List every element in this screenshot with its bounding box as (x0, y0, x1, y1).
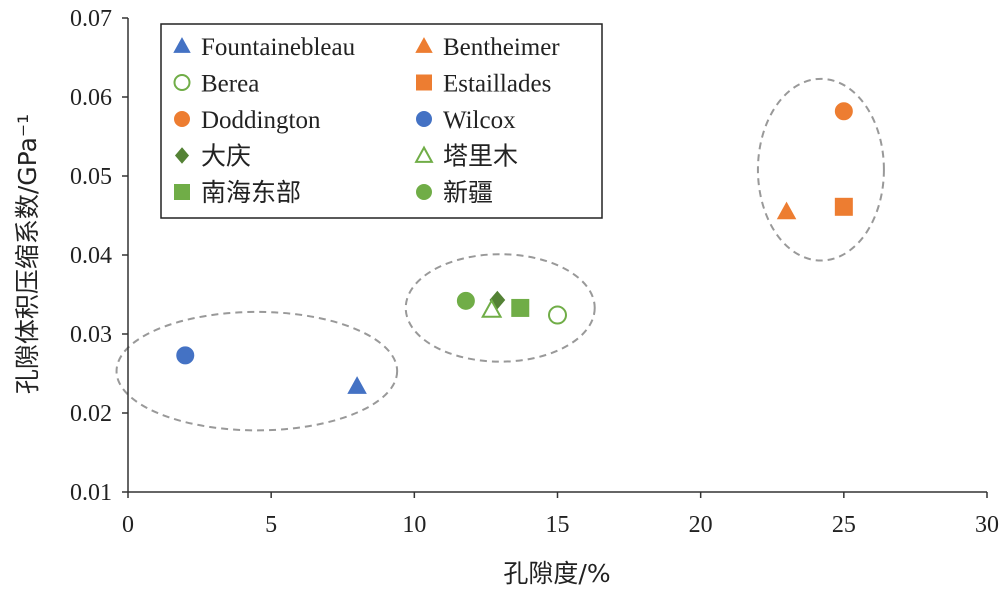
y-axis-label: 孔隙体积压缩系数/GPa⁻¹ (13, 114, 42, 394)
cluster-ellipses (115, 77, 885, 432)
data-point (548, 305, 567, 325)
data-point (834, 197, 853, 216)
y-tick-label: 0.01 (70, 480, 112, 506)
y-tick-label: 0.06 (70, 85, 112, 111)
data-point (347, 376, 367, 394)
data-point (176, 346, 195, 365)
y-tick-label: 0.07 (70, 6, 112, 32)
data-point (776, 201, 797, 220)
legend-marker (414, 145, 434, 163)
legend-label: 南海东部 (201, 179, 301, 207)
cluster-ellipse (404, 253, 596, 363)
legend-marker (416, 184, 432, 200)
x-tick-label: 5 (265, 512, 277, 538)
data-point (456, 291, 475, 310)
legend-label: Bentheimer (443, 34, 560, 61)
legend-marker (416, 111, 432, 127)
legend-label: 大庆 (201, 143, 251, 171)
x-tick-label: 15 (546, 512, 570, 538)
legend-label: Doddington (201, 107, 321, 134)
legend-label: 塔里木 (443, 143, 518, 171)
x-tick-label: 0 (122, 512, 134, 538)
x-axis-label: 孔隙度/% (503, 559, 610, 588)
x-tick-label: 10 (402, 512, 426, 538)
legend-label: 新疆 (443, 179, 493, 207)
legend-label: Fountainebleau (201, 34, 356, 61)
legend-marker (173, 37, 191, 53)
x-tick-label: 25 (832, 512, 856, 538)
cluster-ellipse (756, 77, 885, 262)
data-point (481, 298, 503, 318)
y-tick-label: 0.04 (70, 243, 112, 269)
legend-marker (173, 74, 191, 91)
data-points (176, 102, 853, 394)
legend-marker (174, 147, 190, 164)
y-tick-label: 0.05 (70, 164, 112, 190)
data-point (511, 298, 530, 317)
data-point (834, 102, 853, 121)
legend-label: Estaillades (443, 71, 551, 98)
x-tick-label: 30 (975, 512, 999, 538)
x-tick-label: 20 (689, 512, 713, 538)
legend-label: Berea (201, 71, 259, 98)
y-tick-label: 0.02 (70, 401, 112, 427)
legend-marker (174, 184, 190, 200)
legend-box (160, 23, 603, 219)
legend-marker (416, 74, 432, 91)
legend-label: Wilcox (443, 107, 516, 134)
cluster-ellipse (115, 310, 399, 432)
legend-marker (174, 111, 190, 127)
y-tick-label: 0.03 (70, 322, 112, 348)
axes: 0 5 10 15 20 25 30 0.01 0.02 0.03 0.04 0.05 0.06 0.07 (70, 6, 999, 538)
legend-marker (415, 37, 433, 53)
